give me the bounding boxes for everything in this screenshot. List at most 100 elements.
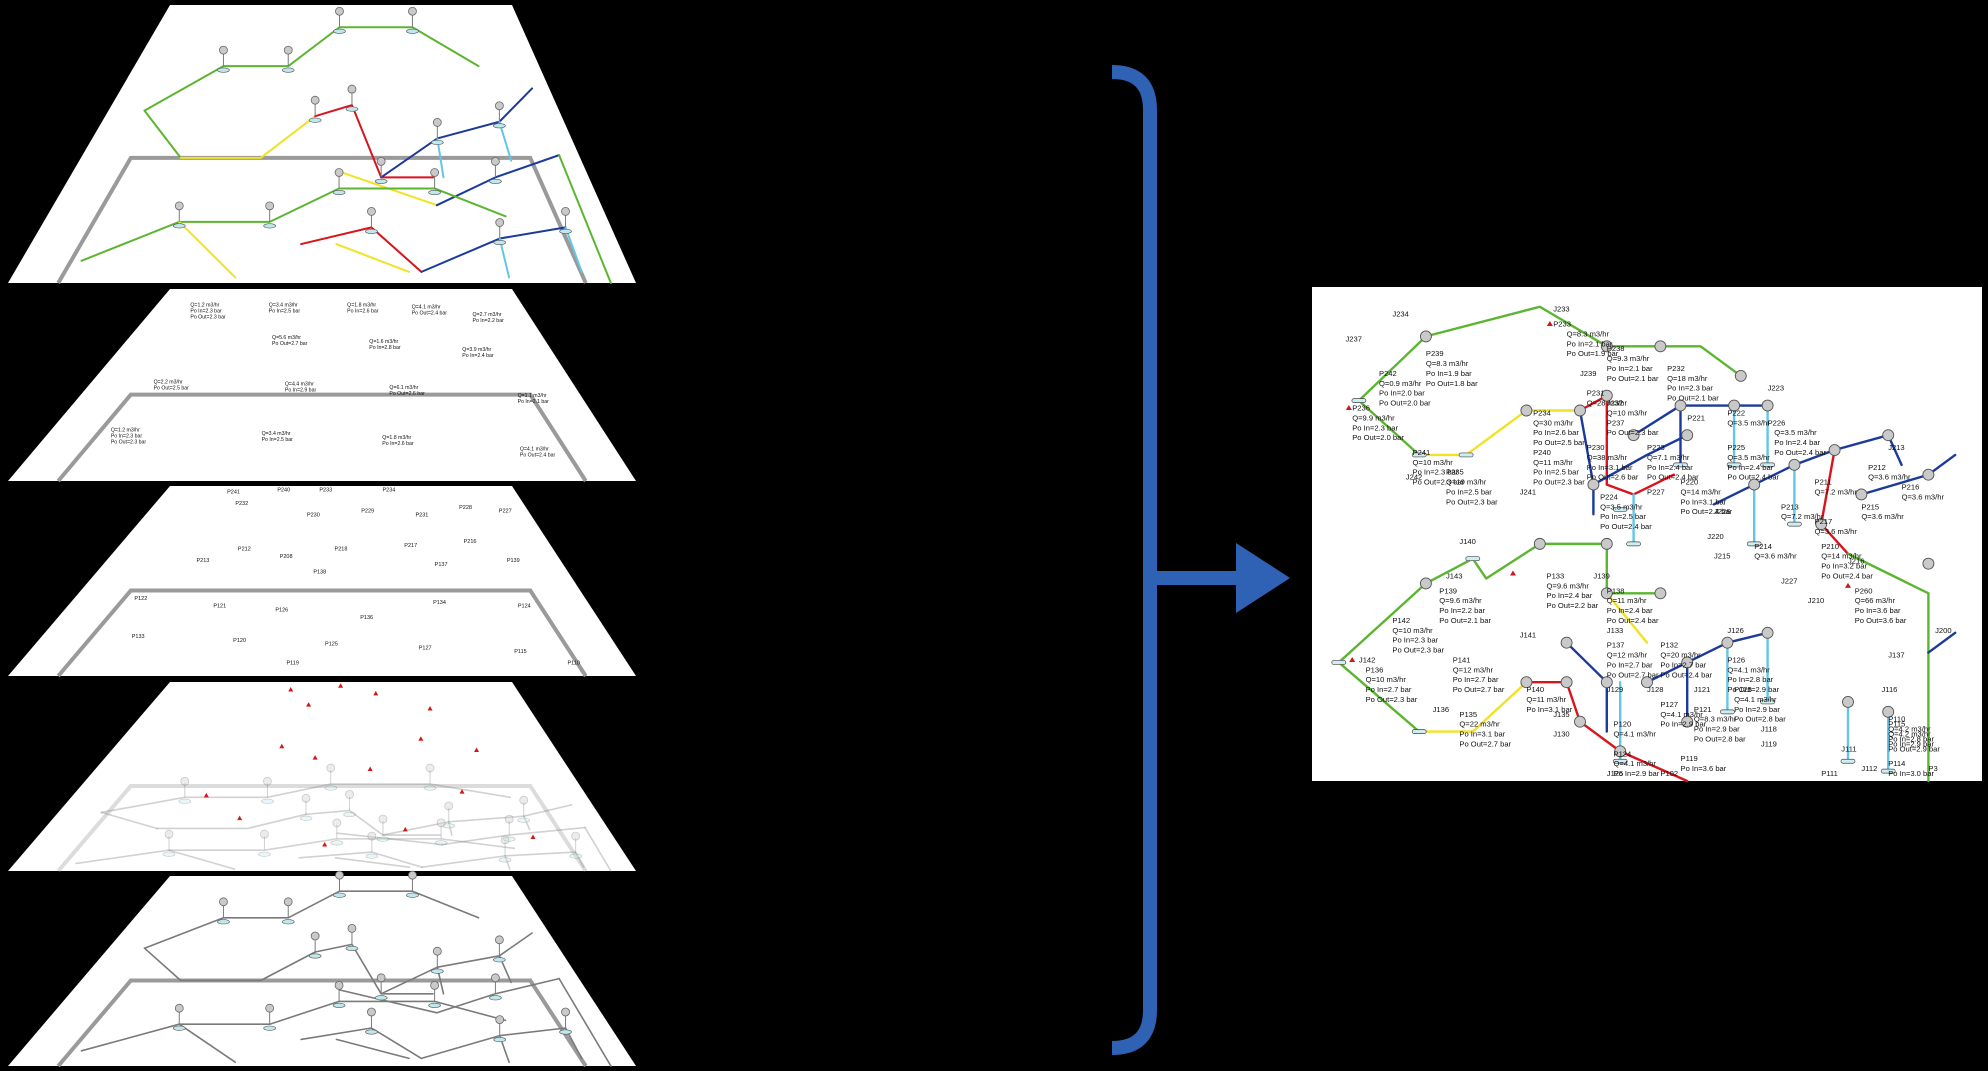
pipe-segment <box>168 849 236 870</box>
network-label: J215 <box>1714 552 1730 561</box>
network-label: J220 <box>1707 532 1723 541</box>
network-label: Po Out=2.7 bar <box>1607 670 1659 679</box>
network-label: Q=9.3 m3/hr <box>1607 354 1650 363</box>
junction-node <box>367 831 377 841</box>
pipe-id-label: P232 <box>235 501 248 507</box>
pipe-segment <box>314 104 435 179</box>
junction-node <box>310 95 320 105</box>
demand-node <box>489 178 502 184</box>
pipe-id-label: P234 <box>382 488 395 494</box>
pipe-id-label: P133 <box>132 634 145 640</box>
network-label: Po Out=2.3 bar <box>1392 646 1444 655</box>
demand-node <box>428 189 441 195</box>
pipe-id-label: P139 <box>507 558 520 564</box>
demand-node <box>569 853 582 859</box>
network-label: Po Out=2.0 bar <box>1379 399 1431 408</box>
warning-marker-icon <box>306 702 312 707</box>
pipe-id-label: P212 <box>238 547 251 553</box>
demand-node <box>406 892 419 898</box>
demand-node <box>431 968 444 974</box>
warning-marker-icon <box>312 755 318 760</box>
demand-node <box>343 812 356 818</box>
arrow-head <box>1236 543 1290 613</box>
network-label: Po In=3.1 bar <box>1681 497 1727 506</box>
demand-node <box>324 785 338 791</box>
demand-node <box>365 853 379 859</box>
junction-node <box>1600 340 1613 353</box>
network-label: P136 <box>1366 665 1384 674</box>
junction-node <box>1855 488 1868 501</box>
pipe-segment <box>336 832 444 846</box>
junction-node <box>334 168 344 177</box>
network-label: Q=14 m3/hr <box>1821 552 1862 561</box>
network-label: Po Out=2.3 bar <box>1446 497 1498 506</box>
inner-frame <box>56 978 588 1068</box>
warning-marker-icon <box>237 815 243 821</box>
warning-marker-icon <box>279 743 285 749</box>
pipe-segment <box>574 851 585 869</box>
network-label: Q=20 m3/hr <box>1660 651 1701 660</box>
pipe-segment <box>179 115 317 159</box>
layer-colored-network <box>8 5 636 285</box>
network-label: Po Out=2.8 bar <box>1694 734 1746 743</box>
network-label: Po Out=2.8 bar <box>1734 715 1786 724</box>
demand-node <box>1411 452 1427 458</box>
network-label: P217 <box>1815 517 1833 526</box>
network-label: Po Out=2.7 bar <box>1453 685 1505 694</box>
warning-marker-icon <box>402 826 408 832</box>
network-label: Po Out=2.7 bar <box>1459 739 1511 748</box>
network-label: Po In=3.1 bar <box>1526 705 1572 714</box>
junction-node <box>283 897 293 907</box>
demand-node <box>261 798 274 804</box>
pipe-segment <box>1605 592 1649 644</box>
demand-node <box>258 851 271 857</box>
network-label: Q=4.2 m3/hr <box>1888 725 1931 734</box>
network-label: Po Out=2.1 bar <box>1667 394 1719 403</box>
network-label: Po In=3.1 bar <box>1587 463 1633 472</box>
warning-marker-icon <box>373 690 379 696</box>
demand-node <box>1612 758 1628 764</box>
pipe-segment <box>1645 631 1769 684</box>
flow-annotation-text: Q=1.1 m3/hr <box>518 393 547 399</box>
pipe-id-label: P127 <box>419 645 432 651</box>
network-label: Po In=2.9 bar <box>1734 705 1780 714</box>
pipe-segment <box>558 977 612 1067</box>
flow-annotation-text: Po Out=2.4 bar <box>412 311 448 317</box>
network-label: J239 <box>1580 369 1596 378</box>
network-label: J111 <box>1841 744 1856 753</box>
demand-node <box>1411 729 1427 734</box>
junction-node <box>1734 369 1747 382</box>
network-label: Q=18 m3/hr <box>1667 374 1708 383</box>
network-label: P220 <box>1681 478 1699 487</box>
demand-node <box>428 1002 441 1008</box>
network-label: Q=3.5 m3/hr <box>1600 502 1643 511</box>
network-label: J233 <box>1553 305 1569 314</box>
network-label: J133 <box>1607 626 1623 635</box>
pipe-id-label: P228 <box>459 505 472 511</box>
junction-node <box>561 206 570 216</box>
junction-node <box>301 793 311 803</box>
warning-marker-icon <box>338 683 344 688</box>
pipe-segment <box>75 838 516 865</box>
network-label: P210 <box>1821 542 1839 551</box>
pipe-segment <box>1357 399 1421 457</box>
warning-marker-icon <box>367 766 373 771</box>
pipe-id-label: P119 <box>286 661 298 667</box>
pipe-segment <box>100 783 511 814</box>
pipe-id-label: P213 <box>196 558 209 564</box>
junction-node <box>1761 626 1774 639</box>
network-label: Q=12 m3/hr <box>1453 665 1494 674</box>
network-label: Q=8.3 m3/hr <box>1426 359 1469 368</box>
pipe-id-label: P125 <box>325 642 338 648</box>
network-label: Po In=2.7 bar <box>1366 685 1412 694</box>
network-label: P141 <box>1453 655 1471 664</box>
junction-node <box>1681 656 1694 669</box>
junction-node <box>1922 468 1935 481</box>
demand-node <box>162 851 176 857</box>
junction-node <box>1748 478 1761 491</box>
network-label: Po In=2.9 bar <box>1660 720 1706 729</box>
network-label: Q=14 m3/hr <box>1681 487 1722 496</box>
network-label: Po In=2.4 bar <box>1607 606 1653 615</box>
pipe-segment <box>1846 552 1930 783</box>
